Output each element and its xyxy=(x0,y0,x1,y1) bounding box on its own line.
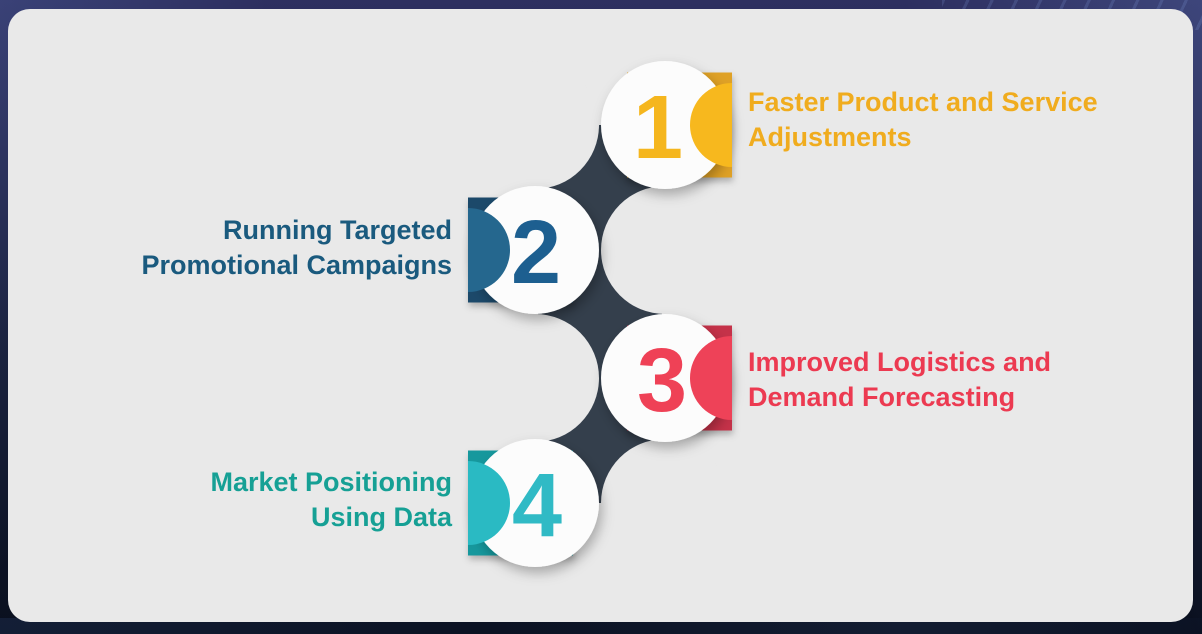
step-4-ribbon-highlight xyxy=(468,461,510,545)
step-3-circle xyxy=(601,314,729,442)
step-1-circle xyxy=(601,61,729,189)
step-3-label-line2: Demand Forecasting xyxy=(748,382,1016,412)
connector-notch xyxy=(601,186,729,314)
step-1-label-line2: Adjustments xyxy=(748,122,912,152)
step-2-ribbon-highlight xyxy=(468,208,510,292)
step-4-label-line1: Market Positioning xyxy=(210,467,452,497)
step-3-label: Improved Logistics and Demand Forecastin… xyxy=(748,345,1051,415)
step-1-label-line1: Faster Product and Service xyxy=(748,87,1098,117)
step-2-number: 2 xyxy=(511,203,561,303)
step-2-label-line1: Running Targeted xyxy=(223,215,452,245)
step-2: 2 xyxy=(468,186,599,314)
step-4-label: Market Positioning Using Data xyxy=(210,465,452,535)
step-1: 1 xyxy=(601,61,732,189)
step-2-label-line2: Promotional Campaigns xyxy=(141,250,452,280)
step-2-label: Running Targeted Promotional Campaigns xyxy=(141,213,452,283)
step-1-label: Faster Product and Service Adjustments xyxy=(748,85,1098,155)
step-3-label-line1: Improved Logistics and xyxy=(748,347,1052,377)
step-3-ribbon-highlight xyxy=(690,336,732,420)
step-1-number: 1 xyxy=(633,78,683,178)
step-1-ribbon-highlight xyxy=(690,83,732,167)
step-4-number: 4 xyxy=(512,456,562,556)
step-3: 3 xyxy=(601,314,732,442)
step-4-circle xyxy=(471,439,599,567)
connector-notch xyxy=(601,439,729,567)
step-3-number: 3 xyxy=(637,331,687,431)
step-4: 4 xyxy=(468,439,599,567)
connector-notch xyxy=(471,314,599,442)
connector-band xyxy=(538,125,662,503)
connector-notch xyxy=(471,61,599,189)
step-4-label-line2: Using Data xyxy=(310,502,452,532)
step-2-circle xyxy=(471,186,599,314)
